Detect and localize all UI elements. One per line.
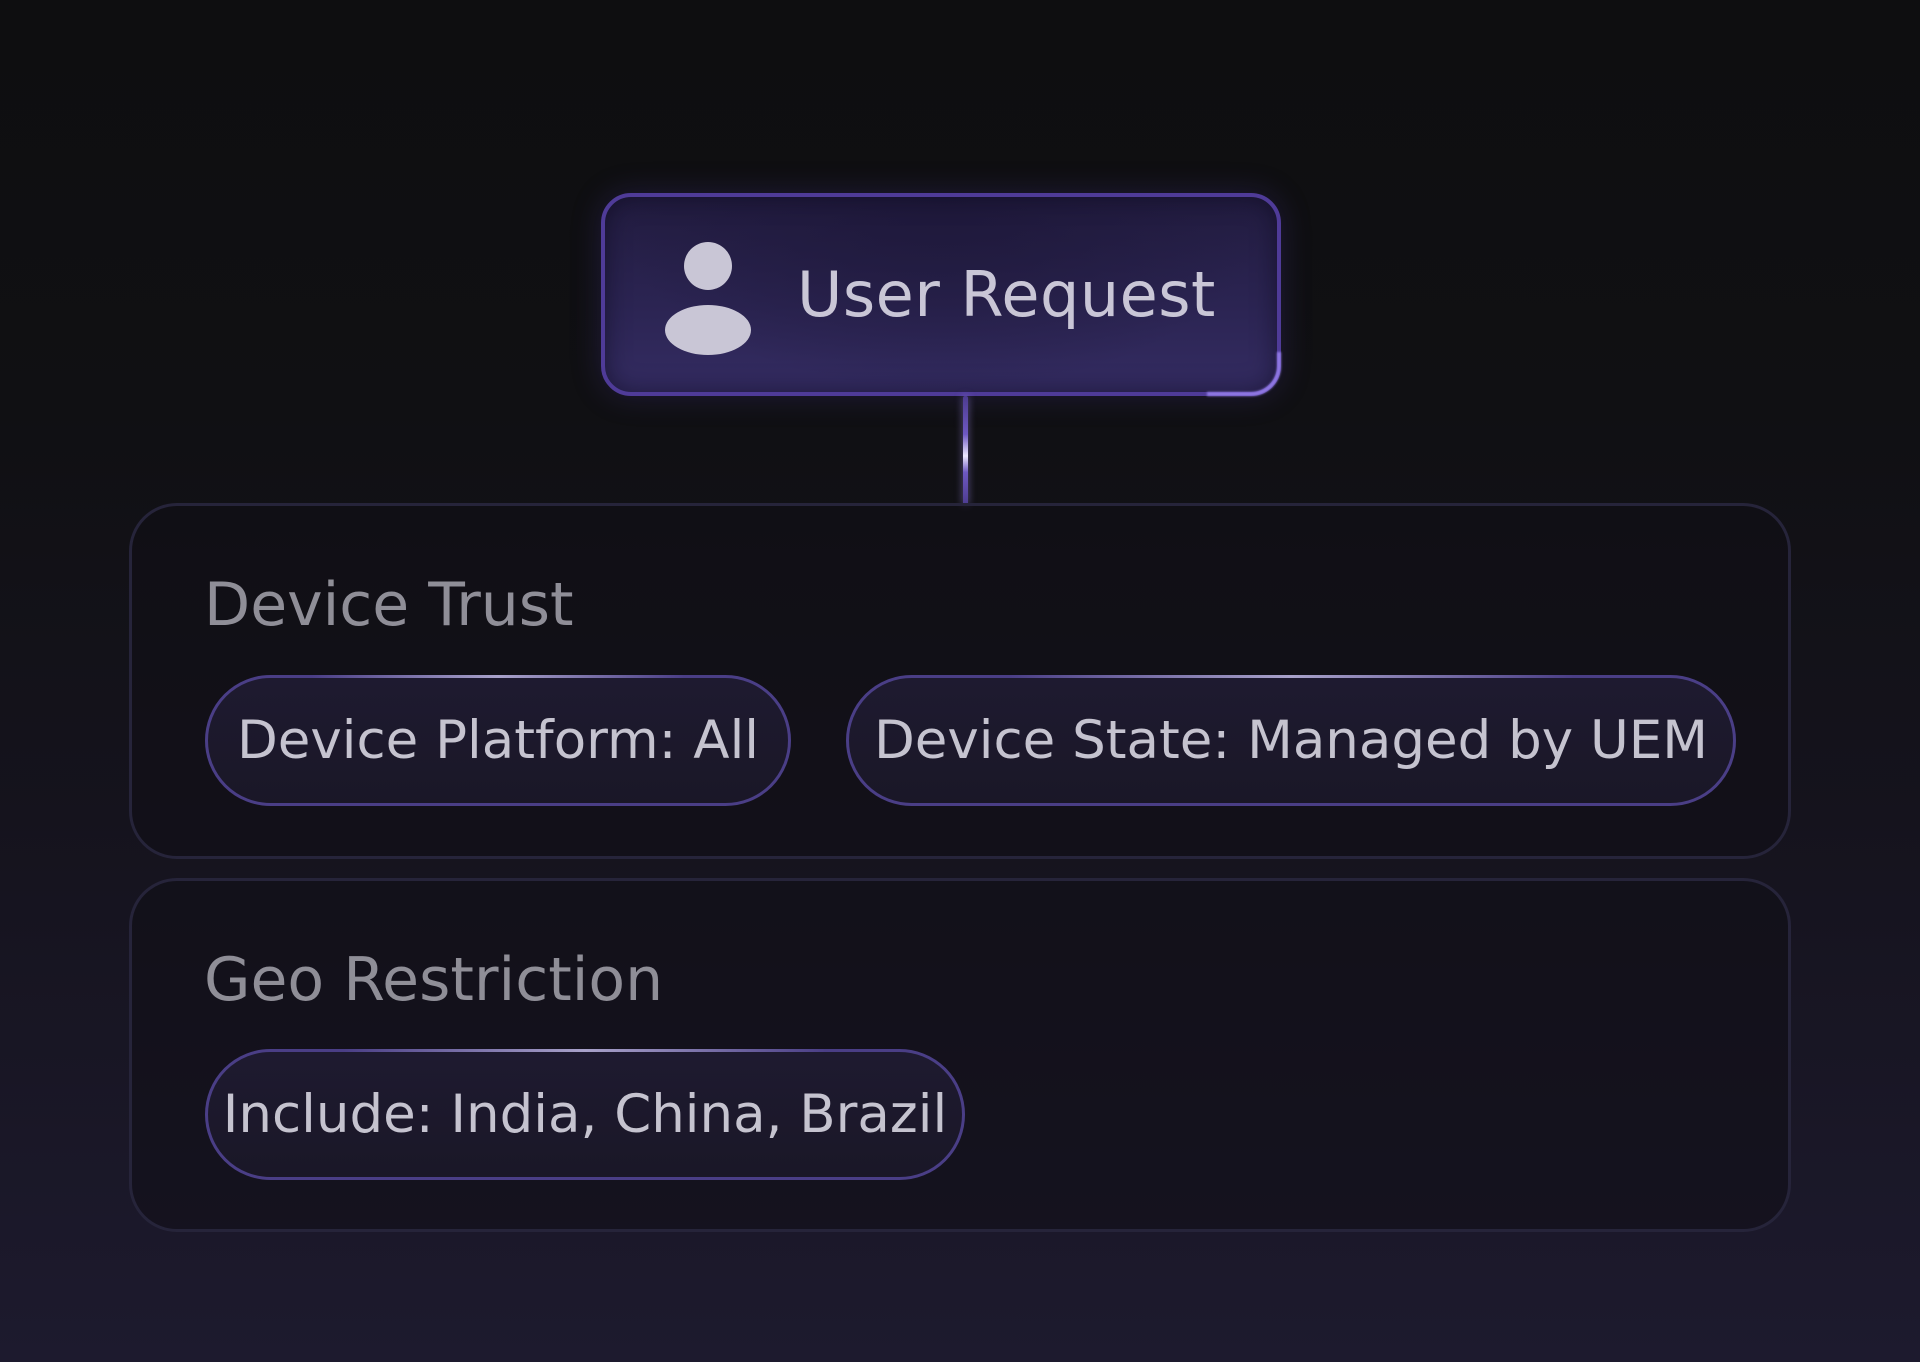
geo-include-condition: Include: India, China, Brazil <box>205 1049 965 1180</box>
connector-line <box>963 396 968 505</box>
user-icon <box>663 240 753 355</box>
geo-restriction-panel: Geo Restriction Include: India, China, B… <box>129 878 1791 1232</box>
device-trust-title: Device Trust <box>204 570 574 640</box>
device-trust-panel: Device Trust Device Platform: All Device… <box>129 503 1791 859</box>
device-platform-condition: Device Platform: All <box>205 675 791 806</box>
user-request-label: User Request <box>797 258 1216 331</box>
device-state-condition: Device State: Managed by UEM <box>846 675 1736 806</box>
user-request-node: User Request <box>601 193 1281 396</box>
geo-restriction-title: Geo Restriction <box>204 945 664 1015</box>
